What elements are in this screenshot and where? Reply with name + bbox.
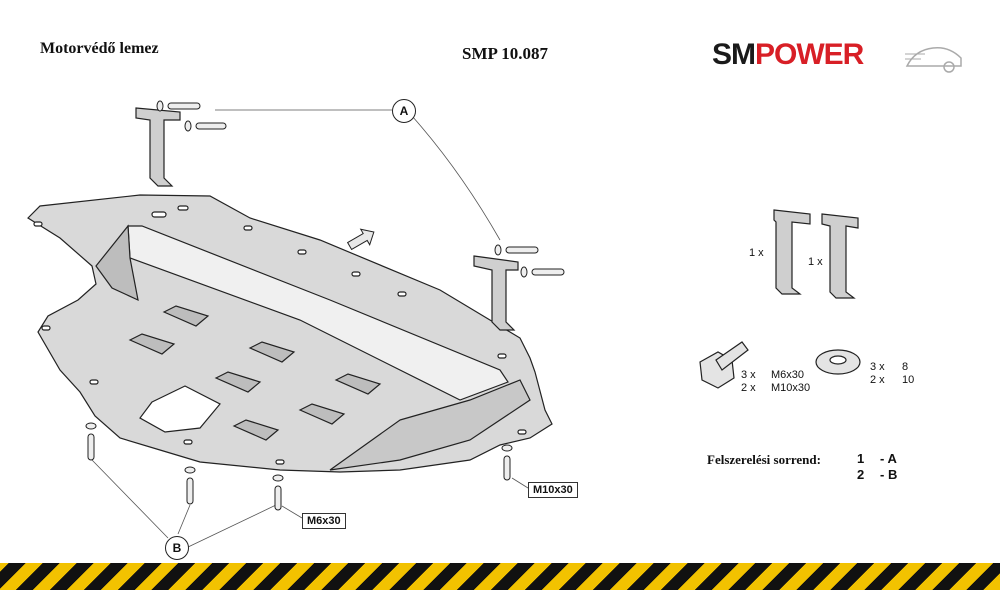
bolt-icon <box>699 341 749 389</box>
install-step-2-num: 2 <box>857 467 865 482</box>
callout-a: A <box>392 99 416 123</box>
washer-size-2: 10 <box>902 374 915 386</box>
washer-qty-1: 3 x <box>870 361 885 373</box>
car-silhouette-icon <box>905 46 962 73</box>
bolt-qty-2: 2 x <box>741 382 756 394</box>
brand-logo: SMPOWER <box>712 38 864 72</box>
skid-plate-cutout <box>139 385 221 433</box>
bracket-left-qty: 1 x <box>749 247 764 259</box>
skid-plate-ridge <box>95 224 139 302</box>
vent-slots <box>128 305 382 441</box>
bolt-set-a-left <box>156 100 227 132</box>
spare-bracket-2 <box>821 213 859 299</box>
washer-qty-2: 2 x <box>870 374 885 386</box>
skid-plate-diagram <box>27 100 861 549</box>
washer-icon <box>815 349 861 375</box>
brand-logo-left: SM <box>712 38 756 71</box>
washer-size-1: 8 <box>902 361 909 373</box>
spare-bracket-1 <box>773 209 811 295</box>
skid-plate <box>27 194 553 473</box>
label-m6: M6x30 <box>302 513 346 529</box>
bracket-right <box>473 255 519 331</box>
callout-a-leaders <box>215 109 501 241</box>
label-m10: M10x30 <box>528 482 578 498</box>
install-step-1-num: 1 <box>857 451 865 466</box>
bolt-set-b <box>85 422 513 511</box>
bolt-set-a-right <box>494 244 565 278</box>
install-step-1-ref: - A <box>880 451 897 466</box>
bolt-size-2: M10x30 <box>771 382 811 394</box>
part-code: SMP 10.087 <box>462 44 548 63</box>
skid-plate-channel <box>127 225 509 401</box>
brand-logo-right: POWER <box>755 38 864 71</box>
hazard-stripe <box>0 563 1000 590</box>
bracket-left <box>135 107 181 187</box>
mount-holes <box>33 205 527 465</box>
install-sequence-title: Felszerelési sorrend: <box>707 452 821 467</box>
page-title: Motorvédő lemez <box>40 40 159 57</box>
bracket-right-qty: 1 x <box>808 256 823 268</box>
bolt-size-1: M6x30 <box>771 369 805 381</box>
install-step-2-ref: - B <box>880 467 898 482</box>
direction-arrow-icon <box>346 228 375 251</box>
bolt-qty-1: 3 x <box>741 369 756 381</box>
callout-b: B <box>165 536 189 560</box>
skid-plate-right-edge <box>329 379 531 471</box>
callout-b-leaders <box>91 459 277 549</box>
